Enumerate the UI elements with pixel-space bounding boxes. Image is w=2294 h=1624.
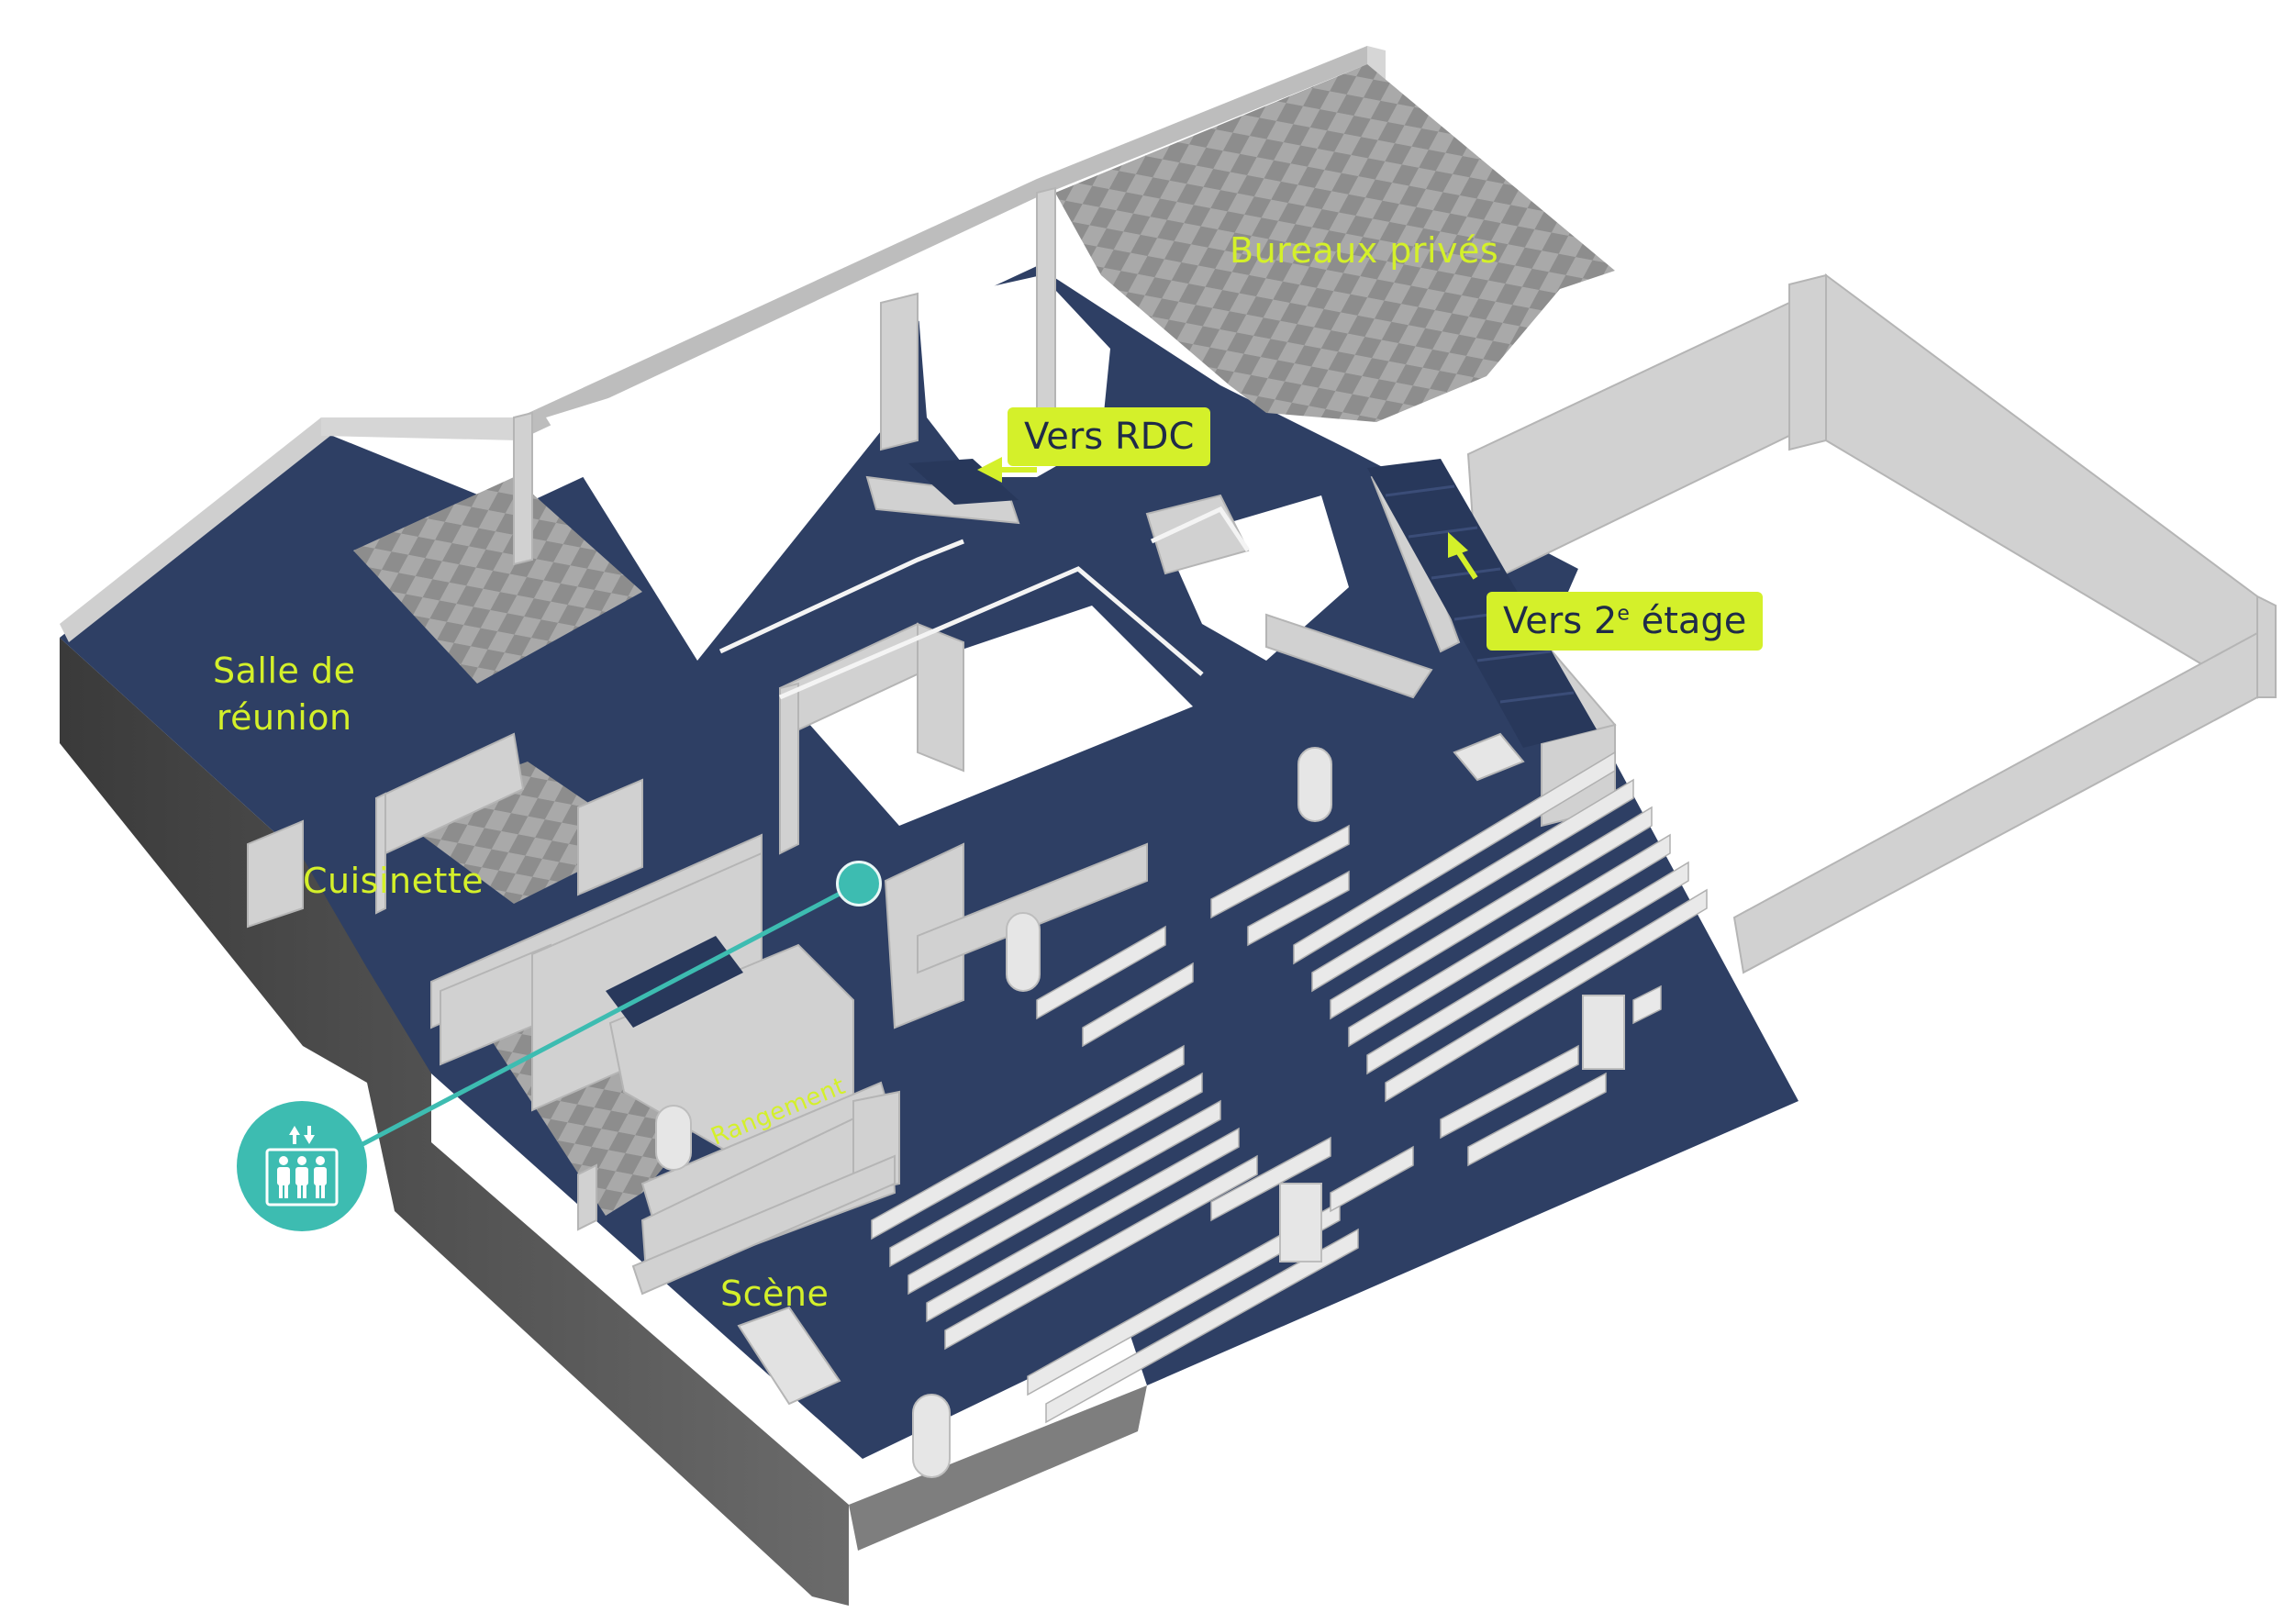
room-label-cuisinette: Cuisinette [303,861,484,901]
callout-etage-prefix: Vers 2 [1503,600,1618,642]
elevator-icon [265,1126,339,1207]
room-label-salle-line1: Salle de [213,651,356,691]
room-label-bureaux: Bureaux privés [1230,230,1499,271]
stage-platform [737,1306,841,1406]
callout-etage-suffix: étage [1629,600,1747,642]
arrow-to-2e-etage [1448,532,1478,580]
audience-seating [871,751,1708,1424]
elevator-leader-line [347,881,861,1154]
elevator-location-marker [836,861,882,907]
callout-vers-2e-etage: Vers 2e étage [1487,592,1764,651]
arrow-to-rdc [977,457,1037,483]
callout-vers-rdc: Vers RDC [1008,407,1211,466]
table [1453,732,1525,782]
callout-etage-sup: e [1617,602,1630,626]
elevator-badge [237,1101,367,1231]
room-label-salle: Salle de réunion [213,648,355,742]
stairs [606,459,1597,1028]
room-label-scene: Scène [720,1274,830,1314]
columns [655,747,1625,1478]
room-label-salle-line2: réunion [216,697,352,739]
